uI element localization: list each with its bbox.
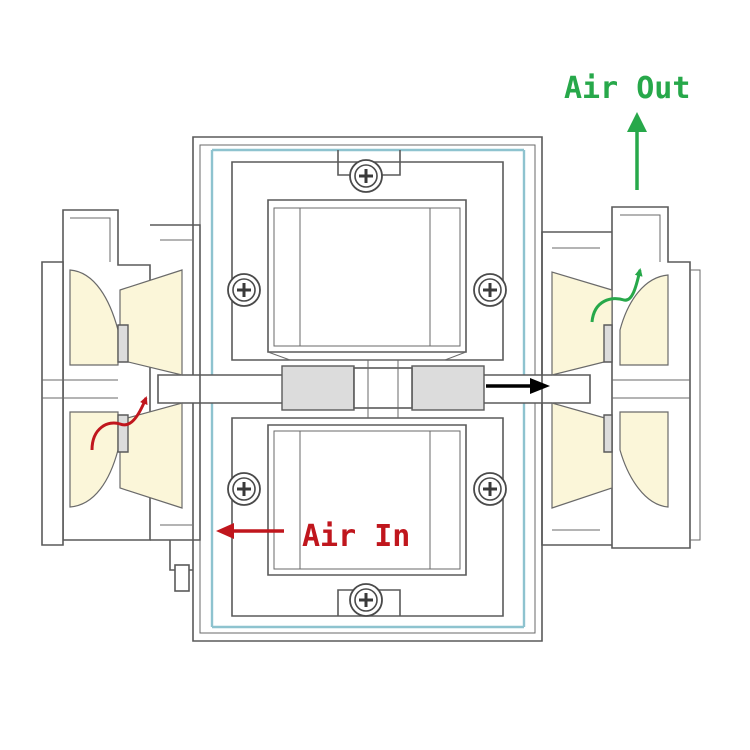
- flow-arrow-icon: [486, 378, 550, 394]
- left-pump-head: [41, 209, 201, 592]
- screw-icon: [472, 471, 508, 507]
- screw-icon: [348, 158, 384, 194]
- screw-icon: [226, 471, 262, 507]
- air-in-flow-curve: [90, 396, 148, 451]
- air-out-arrow-icon: [627, 112, 647, 190]
- lower-coil-chamber: [267, 424, 467, 576]
- air-in-label: Air In: [302, 519, 410, 554]
- armature-shaft: [157, 360, 591, 418]
- air-out-label: Air Out: [564, 71, 690, 106]
- screw-icon: [348, 582, 384, 618]
- air-out-flow-curve: [590, 268, 643, 323]
- air-in-arrow-icon: [216, 523, 284, 539]
- right-pump-head: [541, 206, 701, 549]
- screw-icon: [472, 272, 508, 308]
- screw-icon: [226, 272, 262, 308]
